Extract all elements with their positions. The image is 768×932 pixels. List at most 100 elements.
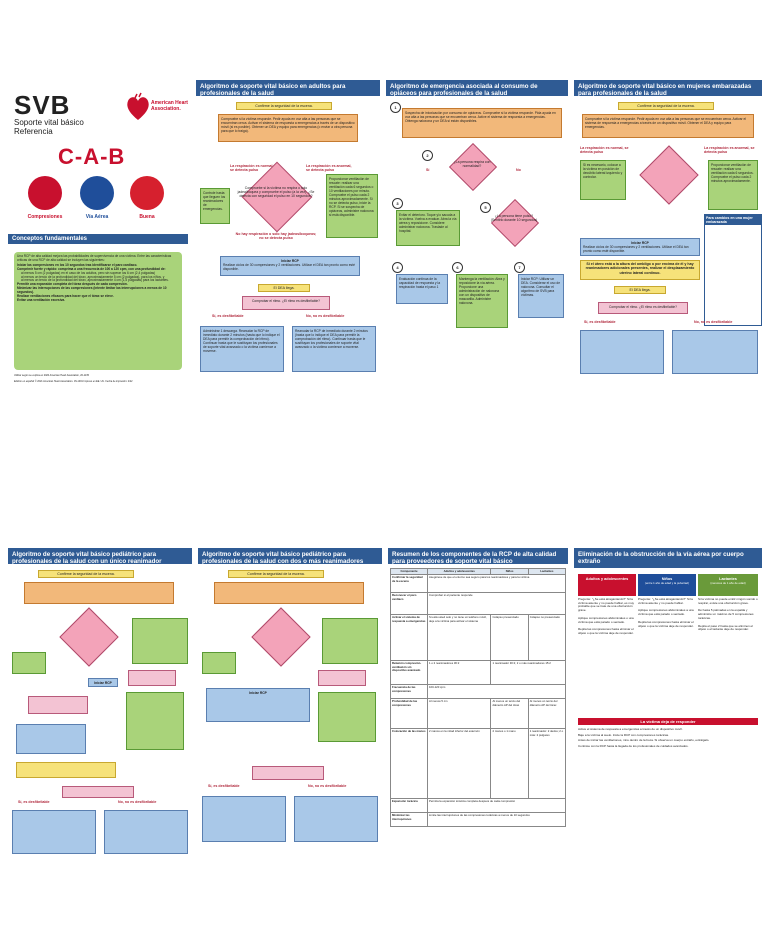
aha-logo-text: American Heart Association. [151, 100, 188, 112]
fbao-panel: Eliminación de la obstrucción de la vía … [574, 548, 762, 848]
step-check-response: Compruebe si la víctima responde. Pedir … [582, 114, 754, 138]
table-cell: Al menos un tercio del diámetro AP del t… [527, 698, 567, 730]
rhythm-check [252, 766, 324, 780]
label-not-shockable: No, no es desfibrilable [694, 320, 733, 324]
step-check-response [24, 582, 174, 604]
circle-airway [80, 176, 114, 210]
unresponsive-step: Baje a la víctima al suelo. Inicie la RC… [578, 732, 669, 737]
shock-box [12, 810, 96, 854]
table-cell: Colocación de las manos [390, 728, 428, 800]
cover-sub2: Referencia [14, 127, 53, 136]
table-cell: Expansión torácica [390, 798, 428, 814]
rhythm-check [62, 786, 134, 798]
circle-compressions [28, 176, 62, 210]
table-cell: Asegúrese de que el entorno sea seguro p… [427, 574, 566, 594]
no-shock-box [294, 796, 378, 842]
shock-box: Administrar 1 descarga. Reanudar la RCP … [200, 326, 284, 372]
step-number-2: 2 [422, 150, 433, 161]
col-header-infant-label: Lactantes [719, 577, 737, 581]
table-cell: 100-120 cpm [427, 684, 566, 700]
start-cpr-title: Iniciar RCP [281, 258, 299, 263]
hr-decision [318, 670, 366, 686]
panel-title: Eliminación de la obstrucción de la vía … [574, 548, 762, 568]
concepts-item: Realizar ventilaciones eficaces para hac… [17, 294, 114, 299]
cab-title: C-A-B [58, 144, 126, 169]
table-cell: Activar el sistema de respuesta a emerge… [390, 614, 428, 662]
pediatric-single-panel: Algoritmo de soporte vital básico pediát… [8, 548, 192, 858]
table-cell: Limite las interrupciones de las compres… [427, 812, 566, 828]
step-number-6: 6 [452, 262, 463, 273]
label-not-shockable: No, no es desfibrilable [306, 314, 345, 318]
col-header-infant: Lactantes (menores de 1 año de edad) [698, 574, 758, 596]
continue-ventilation-box [318, 692, 376, 742]
adult-column: Pregunte: "¿Se está atragantando?" Si la… [578, 597, 636, 636]
panel-title: Algoritmo de soporte vital básico en adu… [196, 80, 380, 97]
child-column: Pregunte: "¿Se está atragantando?" Si la… [638, 597, 696, 628]
panel-title: Algoritmo de soporte vital básico pediát… [198, 548, 382, 565]
cover-title: SVB [14, 90, 71, 120]
concepts-item: Comprimir fuerte y rápido: comprima a un… [17, 266, 166, 271]
scene-safety: Confirme la seguridad de la escena. [236, 102, 332, 111]
no-shock-box [672, 330, 758, 374]
infant-step: Repita el paso 2 hasta que se eliminen e… [698, 623, 753, 632]
rescue-breathing-box [132, 618, 188, 664]
infant-step: Si la víctima no puede emitir ningún son… [698, 597, 758, 605]
pregnant-panel: Algoritmo de soporte vital básico en muj… [574, 80, 762, 398]
rescue-breathing-box [322, 618, 378, 664]
summary-panel: Resumen de los componentes de la RCP de … [388, 548, 568, 868]
circle-label-airway: Vía Aérea [85, 214, 109, 220]
panel-title: Resumen de los componentes de la RCP de … [388, 548, 568, 565]
decision-text: ¿La persona respira con normalidad? [453, 160, 491, 168]
unresponsive-step: Continúe con la RCP hasta la llegada de … [578, 744, 689, 749]
opioid-step-1: Sospecha de intoxicación por consumo de … [402, 108, 562, 138]
left-position-box: Si es necesario, colocar a la víctima en… [580, 160, 626, 200]
circle-label-compressions: Compresiones [27, 214, 63, 220]
scene-safety: Confirme la seguridad de la escena. [618, 102, 714, 111]
opioid-step-7: Iniciar RCP: Utilizar un DEA. Considerar… [518, 274, 564, 318]
label-shockable: Sí, es desfibrilable [208, 784, 240, 788]
shock-box [580, 330, 664, 374]
table-cell: Si está usted solo y no tiene un teléfon… [426, 614, 492, 662]
table-cell: Relación compresión-ventilación sin disp… [390, 660, 428, 686]
decision-diamond [639, 145, 699, 205]
monitor-box: Controle hasta que lleguen los reanimado… [200, 188, 230, 224]
concepts-intro: Una RCP de alta calidad mejora las proba… [17, 254, 172, 262]
table-cell: 1 o 2 reanimadores 30:2 [426, 660, 492, 686]
circle-breathing [130, 176, 164, 210]
table-cell: 1 reanimador 30:2; 2 o más reanimadores … [490, 660, 566, 686]
step-check-response [214, 582, 364, 604]
panel-title: Algoritmo de emergencia asociada al cons… [386, 80, 568, 97]
decision-text: ¿La persona tiene pulso? (Sentirlo duran… [490, 214, 538, 222]
concepts-item: Iniciar las compresiones en los 10 segun… [17, 262, 138, 267]
cpr-steps-box [16, 724, 86, 754]
ems-box [126, 692, 184, 750]
uterine-displacement: Si el útero está a la altura del ombligo… [580, 260, 700, 280]
aha-logo-icon [126, 92, 150, 122]
table-cell: Al menos un tercio del diámetro AP del t… [490, 698, 529, 730]
concepts-item: al menos un tercio de la profundidad del… [21, 278, 169, 283]
table-cell: Permita la expansión torácica completa d… [427, 798, 566, 814]
table-row: Relación compresión-ventilación sin disp… [390, 660, 566, 686]
unresponsive-step: Antes de iniciar las ventilaciones, mire… [578, 738, 710, 743]
circle-label-breathing: Buena [139, 214, 155, 220]
label-not-shockable: No, no es desfibrilable [118, 800, 157, 804]
start-cpr-title: Iniciar RCP [249, 690, 267, 695]
decision-diamond [251, 607, 311, 667]
col-header-child-sub: (entre 1 año de edad y la pubertad) [645, 581, 689, 585]
witnessed-decision [28, 696, 88, 714]
step-number-5: 5 [480, 202, 491, 213]
shock-box [202, 796, 286, 842]
start-cpr-items: Realizar ciclos de 30 compresiones y 2 v… [583, 244, 689, 253]
table-cell: 2 manos o 1 mano [490, 728, 529, 800]
aed-arrives: El DEA llega. [258, 284, 310, 293]
scene-safety: Confirme la seguridad de la escena. [38, 570, 134, 579]
step-number-7: 7 [514, 262, 525, 273]
no-shock-box: Reanudar la RCP de inmediato durante 2 m… [292, 326, 376, 372]
label-abnormal-breathing: La respiración es anormal, se detecta pu… [306, 164, 352, 173]
start-cpr-label: Iniciar RCP [88, 678, 118, 687]
table-cell: 1 reanimador: 2 dedos; 2 o más: 2 pulgar… [527, 728, 567, 800]
table-cell: Profundidad de las compresiones [390, 698, 428, 730]
table-cell: Comprobar si el paciente responde [427, 592, 566, 616]
start-cpr-box: Iniciar RCP [206, 688, 310, 722]
